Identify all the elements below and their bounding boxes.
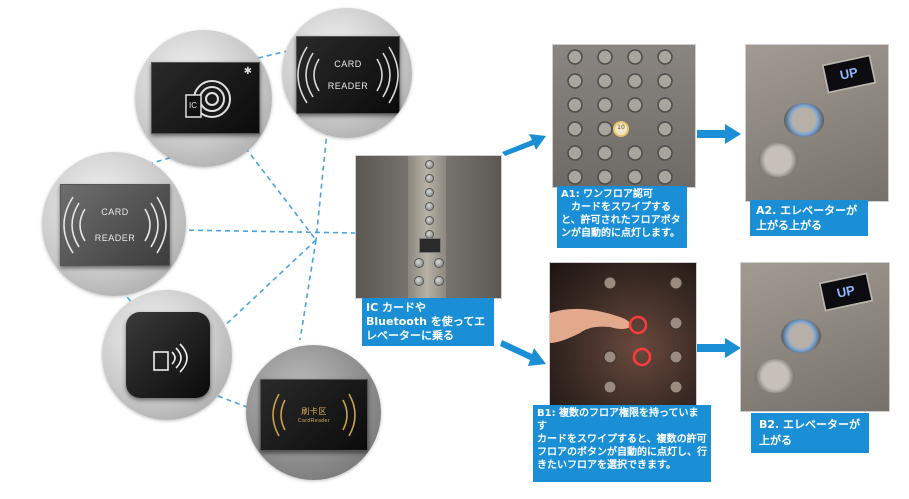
panel-button xyxy=(425,174,434,183)
main-caption: IC カードや Bluetooth を使ってエレベーターに乗る xyxy=(362,298,494,346)
elevator-panel-photo xyxy=(355,155,502,299)
b2-caption: B2. エレベーターが上がる xyxy=(751,413,869,453)
down-call-button xyxy=(755,359,795,393)
bluetooth-icon: ✱ xyxy=(243,66,252,77)
card-label-top-1: CARD xyxy=(334,59,362,69)
b1-finger-press-photo xyxy=(549,262,697,406)
ic-label: IC xyxy=(189,101,197,110)
radio-wave-icon xyxy=(297,46,399,104)
card-label-left-1: CARD xyxy=(101,207,129,217)
a2-caption: A2. エレベーターが上がる上がる xyxy=(750,200,868,236)
b2-elevator-up-photo: UP xyxy=(740,262,890,412)
arrow-b1-to-b2 xyxy=(697,338,741,358)
up-display: UP xyxy=(821,54,877,94)
card-label-top-2: READER xyxy=(327,81,369,91)
up-call-button xyxy=(784,103,824,137)
panel-button xyxy=(414,258,424,268)
b1-caption: B1: 複数のフロア権限を持っています カードをスワイプすると、複数の許可フロア… xyxy=(533,405,711,482)
ic-card-reader-panel: IC ✱ xyxy=(151,62,260,134)
panel-button xyxy=(434,276,444,286)
lit-floor-number: 10 xyxy=(617,124,625,131)
gold-card-label-1: 刷卡区 xyxy=(301,407,327,416)
ic-card-reader-circle: IC ✱ xyxy=(135,30,272,167)
card-reader-circle-left: CARD READER xyxy=(42,152,186,296)
down-call-button xyxy=(758,143,798,177)
nfc-reader-panel xyxy=(126,312,210,398)
card-reader-panel-left: CARD READER xyxy=(60,184,170,266)
a2-elevator-up-photo: UP xyxy=(745,44,889,202)
panel-button xyxy=(414,276,424,286)
panel-button xyxy=(434,258,444,268)
contactless-icon xyxy=(153,343,188,373)
a1-caption: A1: ワンフロア認可 カードをスワイプすると、許可されたフロアボタンが自動的に… xyxy=(557,186,687,248)
a1-button-grid-photo: 10 xyxy=(552,44,696,188)
card-reader-panel-top: CARD READER xyxy=(296,36,400,114)
panel-button xyxy=(425,188,434,197)
up-display: UP xyxy=(818,272,874,312)
panel-button xyxy=(425,202,434,211)
up-text: UP xyxy=(835,282,857,301)
card-label-left-2: READER xyxy=(94,233,136,243)
arrow-a1-to-a2 xyxy=(697,124,741,144)
button-grid xyxy=(567,49,673,185)
card-reader-circle-top: CARD READER xyxy=(282,8,412,138)
panel-button xyxy=(425,160,434,169)
radio-wave-icon xyxy=(63,196,167,254)
arrow-to-a1 xyxy=(502,134,546,156)
up-text: UP xyxy=(838,64,860,83)
panel-reader xyxy=(419,238,441,253)
gold-card-reader-circle: 刷卡区 CardReader xyxy=(246,345,381,480)
nfc-wave-icon xyxy=(185,80,231,118)
pressing-hand xyxy=(550,276,683,394)
panel-button xyxy=(425,216,434,225)
gold-card-reader-panel: 刷卡区 CardReader xyxy=(260,379,368,451)
arrow-to-b1 xyxy=(500,340,546,366)
gold-card-label-2: CardReader xyxy=(297,418,331,424)
nfc-reader-circle xyxy=(102,290,232,420)
up-call-button xyxy=(781,319,821,353)
gold-wave-icon xyxy=(272,393,356,437)
